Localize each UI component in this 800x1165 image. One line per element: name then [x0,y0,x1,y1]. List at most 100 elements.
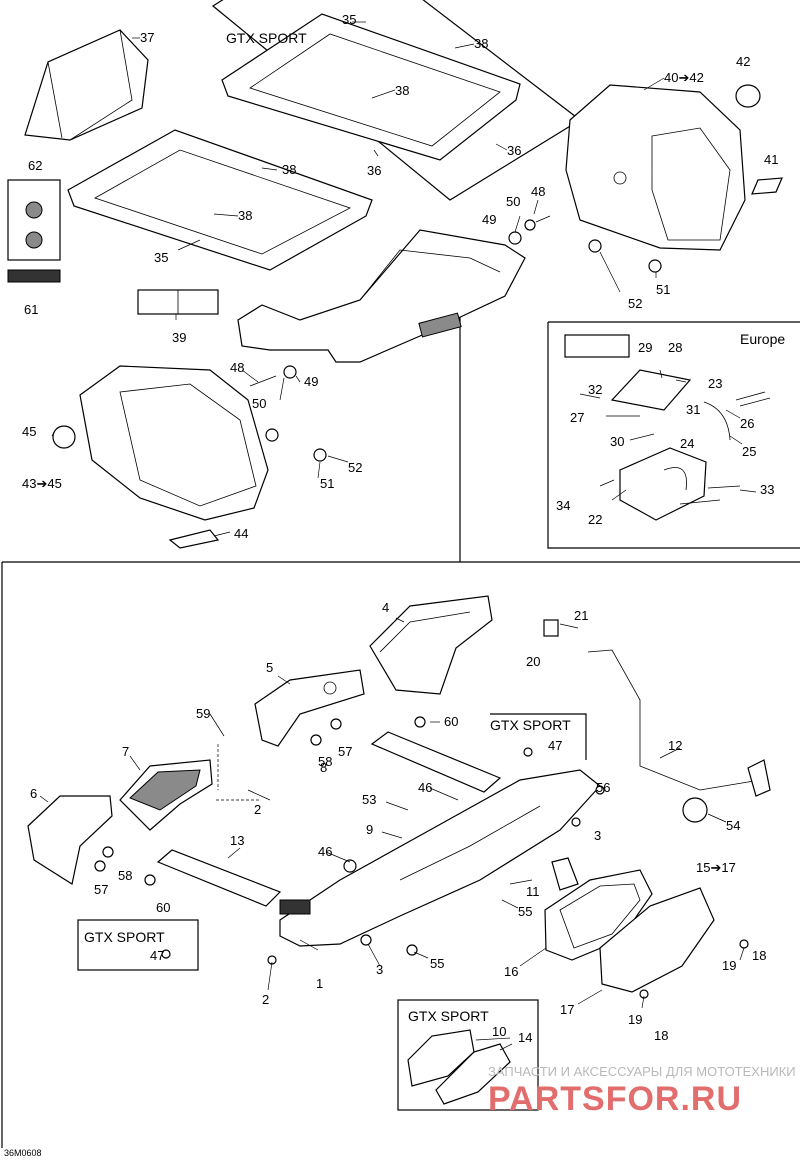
callout-label: 36 [507,143,521,158]
callout-label: 60 [156,900,170,915]
callout-label: 9 [366,822,373,837]
callout-label: 38 [238,208,252,223]
callout-label: 57 [338,744,352,759]
taillight-lens-part-17 [599,887,715,993]
callout-label: 20 [526,654,540,669]
side-case-part-40 [565,84,746,251]
callout-label: 60 [444,714,458,729]
callout-label: 26 [740,416,754,431]
callout-label: 2 [262,992,269,1007]
callout-label: 41 [764,152,778,167]
callout-label: 55 [518,904,532,919]
gtx-sport-left-frame [77,919,199,971]
gtx-sport-mid-frame [490,713,587,760]
callout-label: 18 [752,948,766,963]
plate-part-35-bottom [67,129,373,271]
callout-label: 36 [367,163,381,178]
callout-label: 38 [474,36,488,51]
callout-label: 35 [342,12,356,27]
gtx-sport-left-title: GTX SPORT [84,929,165,945]
rack-frame-part-1 [279,769,601,947]
callout-label: 27 [570,410,584,425]
callout-label: 14 [518,1030,532,1045]
callout-label: 61 [24,302,38,317]
callout-label: 5 [266,660,273,675]
rear-rack-assembly [237,229,526,363]
callout-label: 49 [304,374,318,389]
callout-label: 37 [140,30,154,45]
callout-label: 55 [430,956,444,971]
callout-label: 1 [316,976,323,991]
callout-label: 40➔42 [664,70,704,85]
top-hardware [249,215,662,462]
reflector-part-42 [735,84,761,108]
pad-part-6 [27,795,113,885]
label-part-39 [137,289,219,315]
callout-label: 3 [594,828,601,843]
watermark: ЗАПЧАСТИ И АКСЕССУАРЫ ДЛЯ МОТОТЕХНИКИ PA… [488,1064,796,1118]
bracket-part-11 [551,857,579,891]
callout-label: 52 [628,296,642,311]
callout-label: 18 [654,1028,668,1043]
lower-hardware [94,716,749,999]
callout-label: 3 [376,962,383,977]
bracket-part-5 [254,669,365,747]
callout-label: 7 [122,744,129,759]
bracket-part-7 [119,759,213,831]
callout-label: 29 [638,340,652,355]
pad-part-44 [168,529,220,549]
callout-label: 50 [506,194,520,209]
callout-label: 57 [94,882,108,897]
callout-label: 51 [320,476,334,491]
callout-label: 58 [318,754,332,769]
leader-lines [39,21,757,1051]
gtx-sport-bottom-title: GTX SPORT [408,1008,489,1024]
rail-part-9 [156,849,282,907]
europe-frame [547,321,800,549]
plate-part-35-top [221,13,521,161]
reflector-part-45 [52,425,76,449]
callout-label: 51 [656,282,670,297]
footer-code: 36M0608 [4,1148,42,1158]
gtx-sport-top-title: GTX SPORT [226,30,307,46]
callout-label: 35 [154,250,168,265]
callout-label: 8 [320,760,327,775]
callout-label: 32 [588,382,602,397]
callout-label: 52 [348,460,362,475]
gtx-sport-bottom-frame [397,999,539,1111]
taillight-small-part-14 [435,1043,511,1105]
callout-label: 56 [596,780,610,795]
callout-label: 15➔17 [696,860,736,875]
callout-label: 22 [588,512,602,527]
callout-label: 28 [668,340,682,355]
pad-part-41 [751,177,783,195]
callout-label: 13 [230,833,244,848]
callout-label: 45 [22,424,36,439]
callout-label: 62 [28,158,42,173]
callout-label: 6 [30,786,37,801]
callout-label: 38 [395,83,409,98]
callout-label: 2 [254,802,261,817]
wire-harness-part-12 [543,619,771,797]
callout-label: 17 [560,1002,574,1017]
bulb-part-13 [682,797,708,823]
callout-label: 19 [722,958,736,973]
callout-label: 10 [492,1024,506,1039]
callout-label: 50 [252,396,266,411]
callout-label: 39 [172,330,186,345]
europe-title: Europe [740,331,785,347]
callout-label: 43➔45 [22,476,62,491]
callout-label: 58 [118,868,132,883]
callout-label: 44 [234,526,248,541]
callout-label: 30 [610,434,624,449]
callout-label: 38 [282,162,296,177]
gtx-sport-mid-title: GTX SPORT [490,717,571,733]
callout-label: 48 [230,360,244,375]
rail-part-8 [370,731,502,793]
box-titles: GTX SPORT Europe GTX SPORT GTX SPORT GTX… [84,30,785,1024]
callout-label: 25 [742,444,756,459]
callout-label: 12 [668,738,682,753]
callout-label: 42 [736,54,750,69]
callout-label: 23 [708,376,722,391]
label-part-32 [564,334,630,358]
